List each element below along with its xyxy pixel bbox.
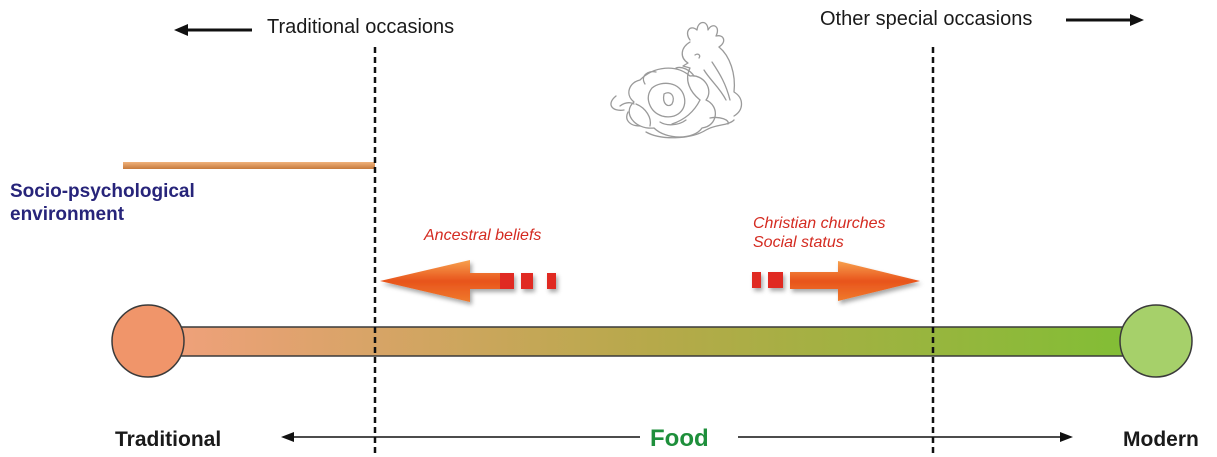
christian-social-label: Christian churches Social status [753, 214, 886, 252]
rooster-and-cabbage-sketch [611, 23, 742, 138]
left-top-arrow [174, 24, 252, 36]
environment-label-line1: Socio-psychological [10, 180, 270, 203]
christian-social-arrow [752, 261, 920, 301]
traditional-node [112, 305, 184, 377]
other-special-occasions-label: Other special occasions [820, 8, 1032, 31]
social-status-label: Social status [753, 233, 886, 252]
food-axis-label: Food [650, 425, 709, 453]
right-top-arrow [1066, 14, 1144, 26]
environment-line [123, 162, 375, 169]
environment-label-line2: environment [10, 203, 270, 226]
christian-churches-label: Christian churches [753, 214, 886, 233]
ancestral-beliefs-label: Ancestral beliefs [424, 226, 541, 245]
modern-node [1120, 305, 1192, 377]
bottom-left-arrow [281, 432, 640, 442]
modern-axis-label: Modern [1123, 428, 1199, 452]
ancestral-arrow [380, 260, 556, 302]
food-spectrum-bar [150, 327, 1155, 356]
traditional-axis-label: Traditional [115, 428, 221, 452]
environment-label: Socio-psychological environment [10, 180, 270, 226]
bottom-right-arrow [738, 432, 1073, 442]
traditional-occasions-label: Traditional occasions [267, 16, 454, 39]
